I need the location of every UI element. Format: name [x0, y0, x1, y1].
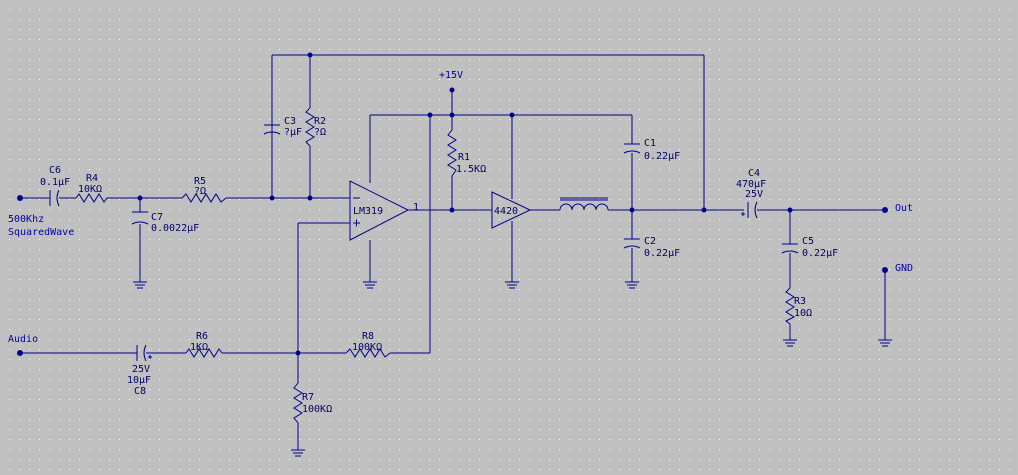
r8-ref: R8 [362, 331, 374, 342]
c6-value: 0.1µF [40, 177, 70, 188]
r5-ref: R5 [194, 176, 206, 187]
r5-value: ?Ω [194, 186, 206, 197]
resistor-r1[interactable] [447, 129, 457, 177]
capacitor-c6[interactable] [49, 189, 60, 207]
capacitor-c5[interactable] [781, 243, 799, 254]
resistor-r4[interactable] [75, 193, 110, 203]
r3-ref: R3 [794, 296, 806, 307]
junction [509, 112, 515, 118]
opamp-pin-label: 1 [413, 202, 419, 213]
junction [269, 195, 275, 201]
r2-value: ?Ω [314, 127, 326, 138]
capacitor-c8[interactable] [136, 344, 152, 362]
c5-value: 0.22µF [802, 248, 838, 259]
ground-symbol [363, 281, 377, 289]
ground-symbol [625, 281, 639, 289]
junction [449, 207, 455, 213]
driver-label: 4420 [494, 206, 518, 217]
resistor-r5[interactable] [181, 193, 227, 203]
c8-ref: C8 [134, 386, 146, 397]
r4-ref: R4 [86, 173, 98, 184]
r8-value: 100KΩ [352, 342, 382, 353]
junction [295, 350, 301, 356]
junction [787, 207, 793, 213]
junction [449, 112, 455, 118]
resistor-r2[interactable] [305, 107, 315, 147]
resistor-r6[interactable] [185, 348, 223, 358]
capacitor-c2[interactable] [623, 238, 641, 249]
gnd-terminal[interactable] [882, 267, 888, 273]
opamp-label: LM319 [353, 206, 383, 217]
c8-voltage: 25V [132, 364, 150, 375]
c5-ref: C5 [802, 236, 814, 247]
gnd-label: GND [895, 263, 913, 274]
junction [427, 112, 433, 118]
wires [20, 54, 886, 450]
r7-value: 100KΩ [302, 404, 332, 415]
c3-ref: C3 [284, 116, 296, 127]
ground-symbols [133, 281, 892, 457]
r6-value: 1KΩ [190, 342, 208, 353]
c7-ref: C7 [151, 212, 163, 223]
opamp-lm319[interactable] [349, 180, 410, 241]
c2-value: 0.22µF [644, 248, 680, 259]
resistor-r3[interactable] [785, 287, 796, 325]
junction [307, 195, 313, 201]
junction [307, 52, 313, 58]
c3-value: ?µF [284, 127, 302, 138]
c1-value: 0.22µF [644, 151, 680, 162]
input-500khz-terminal[interactable] [17, 195, 23, 201]
junction [449, 87, 455, 93]
driver-4420[interactable] [491, 191, 532, 229]
out-label: Out [895, 203, 913, 214]
r4-value: 10KΩ [78, 184, 102, 195]
junction [701, 207, 707, 213]
ground-symbol [878, 339, 892, 347]
audio-label: Audio [8, 334, 38, 345]
c2-ref: C2 [644, 236, 656, 247]
c8-value: 10µF [127, 375, 151, 386]
capacitor-c7[interactable] [131, 211, 149, 225]
resistor-r8[interactable] [345, 348, 391, 358]
input-frequency-label: 500Khz [8, 214, 44, 225]
terminals [17, 195, 888, 356]
junction [629, 207, 635, 213]
labels: 500Khz SquaredWave Audio Out GND +15V LM… [8, 70, 913, 415]
ground-symbol [783, 339, 797, 347]
c4-ref: C4 [748, 168, 760, 179]
resistor-r7[interactable] [293, 382, 303, 424]
inductor[interactable] [559, 197, 609, 211]
c4-voltage: 25V [745, 189, 763, 200]
junction [137, 195, 143, 201]
r3-value: 10Ω [794, 308, 812, 319]
audio-terminal[interactable] [17, 350, 23, 356]
supply-label: +15V [439, 70, 463, 81]
c1-ref: C1 [644, 138, 656, 149]
capacitor-c3[interactable] [263, 124, 281, 135]
r1-value: 1.5KΩ [456, 164, 486, 175]
junctions [137, 52, 793, 356]
c6-ref: C6 [49, 165, 61, 176]
r7-ref: R7 [302, 392, 314, 403]
c4-value: 470µF [736, 179, 766, 190]
ground-symbol [505, 281, 519, 289]
c7-value: 0.0022µF [151, 223, 199, 234]
ground-symbol [291, 449, 305, 457]
capacitor-c1[interactable] [623, 143, 641, 154]
r6-ref: R6 [196, 331, 208, 342]
r2-ref: R2 [314, 116, 326, 127]
out-terminal[interactable] [882, 207, 888, 213]
components [49, 107, 799, 424]
ground-symbol [133, 281, 147, 289]
capacitor-c4[interactable] [741, 201, 758, 219]
r1-ref: R1 [458, 152, 470, 163]
input-type-label: SquaredWave [8, 227, 74, 238]
